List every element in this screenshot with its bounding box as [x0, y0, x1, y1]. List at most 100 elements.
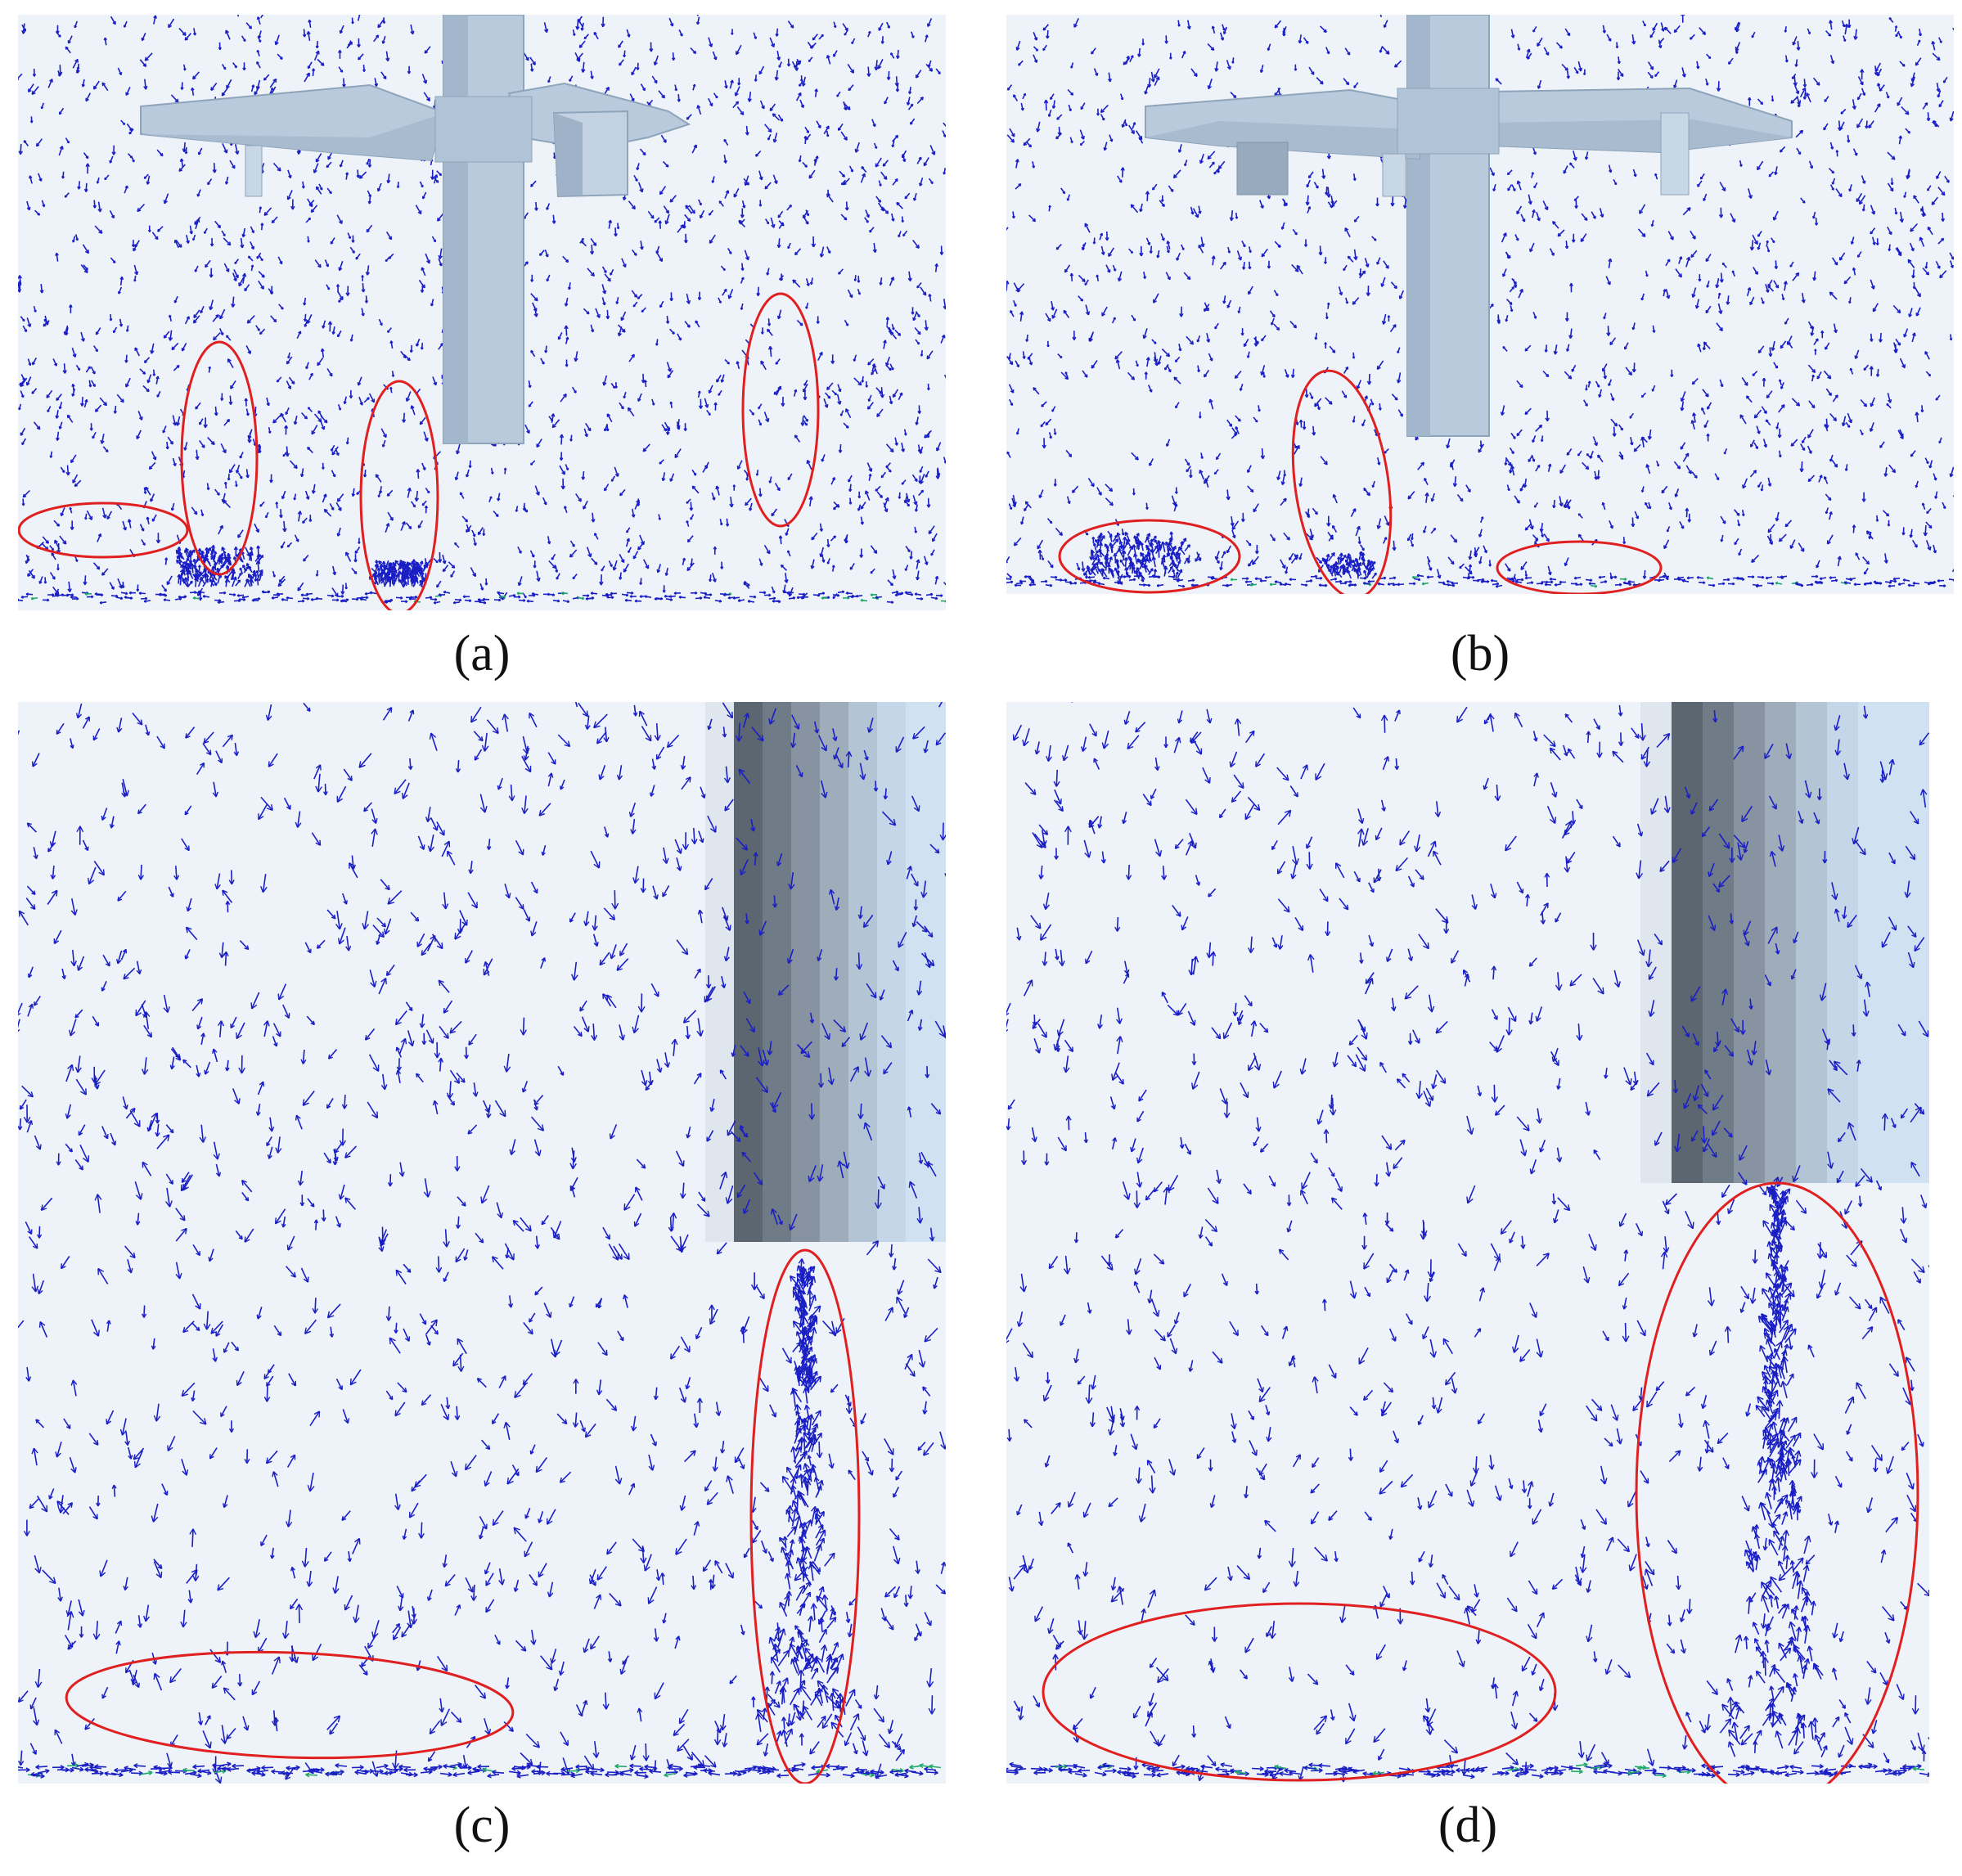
arrowhead — [729, 593, 732, 596]
arrowhead — [307, 598, 310, 601]
arrowhead — [751, 413, 754, 416]
arrowhead — [581, 476, 584, 480]
velocity-vector-arrow-icon — [95, 327, 101, 335]
velocity-vector-arrow-icon — [738, 219, 745, 227]
arrowhead — [128, 131, 131, 134]
velocity-vector-arrow-icon — [313, 163, 319, 173]
velocity-vector-arrow-icon — [352, 488, 355, 497]
arrowhead — [27, 573, 29, 577]
arrowhead — [912, 197, 916, 201]
arrowhead — [654, 81, 658, 84]
arrowhead — [346, 172, 349, 175]
arrowhead — [758, 177, 763, 181]
arrowhead — [530, 462, 533, 466]
velocity-vector-arrow-icon — [493, 511, 499, 517]
arrowhead — [532, 62, 536, 65]
velocity-vector-arrow-icon — [286, 190, 293, 200]
velocity-vector-arrow-icon — [29, 175, 33, 184]
velocity-vector-arrow-icon — [569, 549, 578, 558]
arrowhead — [437, 217, 439, 222]
arrowhead — [442, 569, 444, 572]
arrowhead — [909, 556, 911, 560]
velocity-vector-arrow-icon — [246, 315, 255, 324]
arrowhead — [737, 82, 740, 86]
arrowhead — [426, 491, 430, 494]
arrowhead — [278, 579, 281, 583]
velocity-vector-arrow-icon — [771, 508, 778, 517]
arrowhead — [679, 34, 683, 37]
velocity-vector-arrow-icon — [613, 560, 618, 571]
arrowhead — [286, 425, 289, 429]
velocity-vector-arrow-icon — [473, 538, 477, 546]
velocity-vector-arrow-icon — [139, 524, 145, 532]
arrowhead — [885, 362, 887, 367]
velocity-vector-arrow-icon — [845, 534, 848, 544]
arrowhead — [18, 151, 21, 155]
arrowhead — [290, 205, 294, 210]
arrowhead — [664, 573, 667, 576]
velocity-vector-arrow-icon — [837, 123, 844, 131]
arrowhead — [768, 480, 771, 484]
velocity-vector-arrow-icon — [732, 101, 740, 109]
velocity-vector-arrow-icon — [778, 238, 781, 248]
velocity-vector-arrow-icon — [26, 376, 32, 386]
arrowhead — [98, 232, 102, 234]
arrowhead — [920, 353, 922, 357]
velocity-vector-arrow-icon — [461, 515, 468, 523]
arrowhead — [364, 592, 367, 595]
velocity-vector-arrow-icon — [272, 415, 281, 424]
arrowhead — [351, 493, 354, 497]
velocity-vector-arrow-icon — [536, 570, 540, 582]
arrowhead — [892, 327, 894, 331]
arrowhead — [793, 597, 796, 600]
arrowhead — [35, 142, 38, 146]
velocity-vector-arrow-icon — [122, 520, 127, 531]
velocity-vector-arrow-icon — [619, 554, 625, 563]
velocity-vector-arrow-icon — [162, 425, 167, 434]
velocity-vector-arrow-icon — [256, 61, 261, 69]
arrowhead — [227, 243, 231, 246]
arrowhead — [18, 79, 20, 80]
arrowhead — [72, 354, 76, 358]
arrowhead — [853, 358, 855, 362]
velocity-vector-arrow-icon — [916, 156, 922, 164]
velocity-vector-arrow-icon — [192, 71, 200, 80]
velocity-vector-arrow-icon — [577, 18, 583, 27]
velocity-vector-arrow-icon — [665, 214, 670, 225]
velocity-vector-arrow-icon — [736, 106, 745, 115]
arrowhead — [806, 131, 809, 134]
arrowhead — [712, 578, 716, 583]
arrowhead — [552, 413, 556, 417]
velocity-vector-arrow-icon — [764, 182, 772, 190]
arrowhead — [816, 321, 819, 324]
arrowhead — [225, 269, 229, 272]
arrowhead — [610, 219, 613, 223]
arrowhead — [725, 524, 728, 527]
velocity-vector-arrow-icon — [148, 461, 156, 470]
velocity-vector-arrow-icon — [415, 205, 422, 214]
arrowhead — [94, 592, 97, 595]
velocity-vector-arrow-icon — [192, 315, 200, 324]
velocity-vector-arrow-icon — [908, 271, 911, 281]
velocity-vector-arrow-icon — [880, 277, 883, 286]
arrowhead — [331, 508, 334, 511]
arrowhead — [913, 502, 917, 506]
arrowhead — [79, 403, 83, 407]
arrowhead — [125, 593, 128, 596]
velocity-vector-arrow-icon — [816, 120, 821, 128]
arrowhead — [528, 385, 531, 389]
arrowhead — [102, 403, 107, 407]
velocity-vector-arrow-icon — [315, 153, 322, 163]
arrowhead — [631, 514, 635, 518]
arrowhead — [612, 566, 614, 571]
arrowhead — [402, 419, 405, 423]
velocity-vector-arrow-icon — [848, 475, 853, 483]
velocity-vector-arrow-icon — [438, 343, 443, 350]
velocity-vector-arrow-icon — [585, 422, 592, 432]
arrowhead — [575, 25, 578, 30]
arrowhead — [826, 54, 830, 58]
arrowhead — [587, 429, 592, 432]
arrowhead — [239, 476, 243, 479]
arrowhead — [326, 264, 329, 268]
arrowhead — [142, 543, 146, 546]
